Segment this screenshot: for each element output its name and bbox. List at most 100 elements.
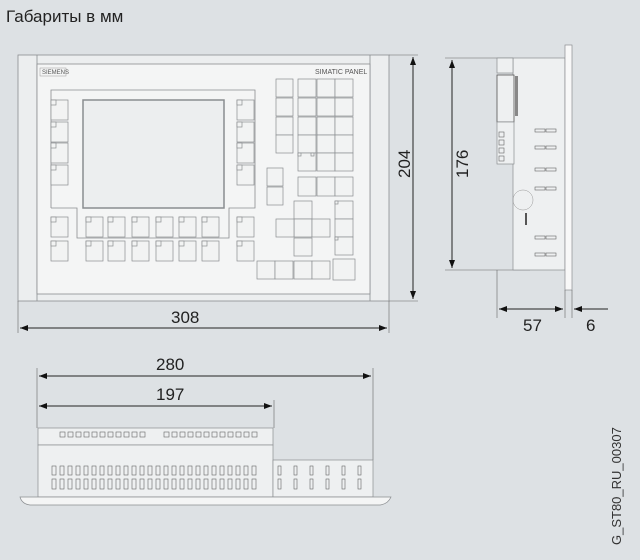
clip-slot xyxy=(123,431,130,438)
vent-slot xyxy=(251,478,257,490)
side-slot xyxy=(498,139,505,146)
softkey-led xyxy=(155,240,162,247)
softkey-led xyxy=(131,216,138,223)
numeric-key xyxy=(297,134,317,154)
depth-label: 57 xyxy=(523,316,542,335)
bottom-key xyxy=(256,260,276,280)
clip-slot xyxy=(195,431,202,438)
arrow-up-key xyxy=(293,200,313,220)
numeric-key xyxy=(316,78,336,98)
softkey-led xyxy=(236,240,243,247)
vent-slot xyxy=(341,478,346,490)
softkey-led xyxy=(50,99,57,106)
brand-logo-text: SIEMENS xyxy=(42,70,69,76)
numeric-key xyxy=(334,78,354,98)
vent-slot xyxy=(179,465,185,476)
vent-slot xyxy=(99,478,105,490)
model-label: SIMATIC PANEL xyxy=(315,69,367,76)
clip-slot xyxy=(115,431,122,438)
numeric-key xyxy=(316,134,336,154)
clip-slot xyxy=(235,431,242,438)
arrow-right-key xyxy=(311,218,331,238)
bottom-body-width-label: 197 xyxy=(156,385,184,404)
softkey-led xyxy=(85,216,92,223)
softkey-led xyxy=(201,240,208,247)
vent-slot xyxy=(545,235,557,240)
softkey-led xyxy=(236,216,243,223)
numeric-key xyxy=(316,116,336,136)
softkey-led xyxy=(107,240,114,247)
vent-slot xyxy=(211,478,217,490)
drawing-title: Габариты в мм xyxy=(6,7,123,26)
side-view xyxy=(445,44,573,291)
softkey-led xyxy=(50,164,57,171)
vent-slot xyxy=(67,465,73,476)
vent-slot xyxy=(203,465,209,476)
vent-slot xyxy=(219,465,225,476)
vent-slot xyxy=(277,465,282,476)
softkey-led xyxy=(178,240,185,247)
softkey-led xyxy=(50,142,57,149)
vent-slot xyxy=(545,252,557,257)
vent-slot xyxy=(75,465,81,476)
vent-slot xyxy=(534,145,546,150)
clip-slot xyxy=(107,431,114,438)
cutout-height-label: 176 xyxy=(453,150,472,178)
vent-slot xyxy=(107,465,113,476)
vent-slot xyxy=(219,478,225,490)
vent-slot xyxy=(243,465,249,476)
vent-slot xyxy=(83,465,89,476)
function-key xyxy=(334,176,354,197)
clip-slot xyxy=(219,431,226,438)
front-width-label: 308 xyxy=(171,308,199,327)
vent-slot xyxy=(277,478,282,490)
clip-slot xyxy=(203,431,210,438)
clip-slot xyxy=(211,431,218,438)
vent-slot xyxy=(123,478,129,490)
bottom-key-large xyxy=(332,258,356,281)
vent-slot xyxy=(545,145,557,150)
vent-slot xyxy=(51,478,57,490)
clip-slot xyxy=(171,431,178,438)
vent-slot xyxy=(534,235,546,240)
key xyxy=(275,78,294,98)
clip-slot xyxy=(91,431,98,438)
vent-slot xyxy=(309,465,314,476)
numeric-key xyxy=(297,78,317,98)
vent-slot xyxy=(235,478,241,490)
clip-slot xyxy=(227,431,234,438)
vent-slot xyxy=(187,478,193,490)
key-led xyxy=(310,152,315,157)
vent-slot xyxy=(115,465,121,476)
numeric-key xyxy=(334,152,354,172)
vent-slot xyxy=(139,465,145,476)
numeric-key xyxy=(316,97,336,117)
front-thickness-label: 6 xyxy=(586,316,595,335)
arrow-down-key xyxy=(293,237,313,257)
vent-slot xyxy=(227,465,233,476)
figure-code: G_ST80_RU_00307 xyxy=(609,427,624,545)
arrow-left-key xyxy=(275,218,295,238)
vent-slot xyxy=(75,478,81,490)
side-slot xyxy=(498,155,505,162)
vent-slot xyxy=(99,465,105,476)
vent-slot xyxy=(131,478,137,490)
vent-slot xyxy=(67,478,73,490)
vent-slot xyxy=(534,128,546,133)
numeric-key xyxy=(334,116,354,136)
vent-slot xyxy=(139,478,145,490)
key-led xyxy=(334,236,339,241)
vent-slot xyxy=(171,465,177,476)
vent-slot xyxy=(243,478,249,490)
vent-slot xyxy=(195,465,201,476)
numeric-key xyxy=(297,97,317,117)
softkey-led xyxy=(85,240,92,247)
key-led xyxy=(334,200,339,205)
vent-slot xyxy=(545,167,557,172)
clip-slot xyxy=(75,431,82,438)
vent-slot xyxy=(325,478,330,490)
vent-slot xyxy=(59,465,65,476)
clip-slot xyxy=(187,431,194,438)
vent-slot xyxy=(545,186,557,191)
